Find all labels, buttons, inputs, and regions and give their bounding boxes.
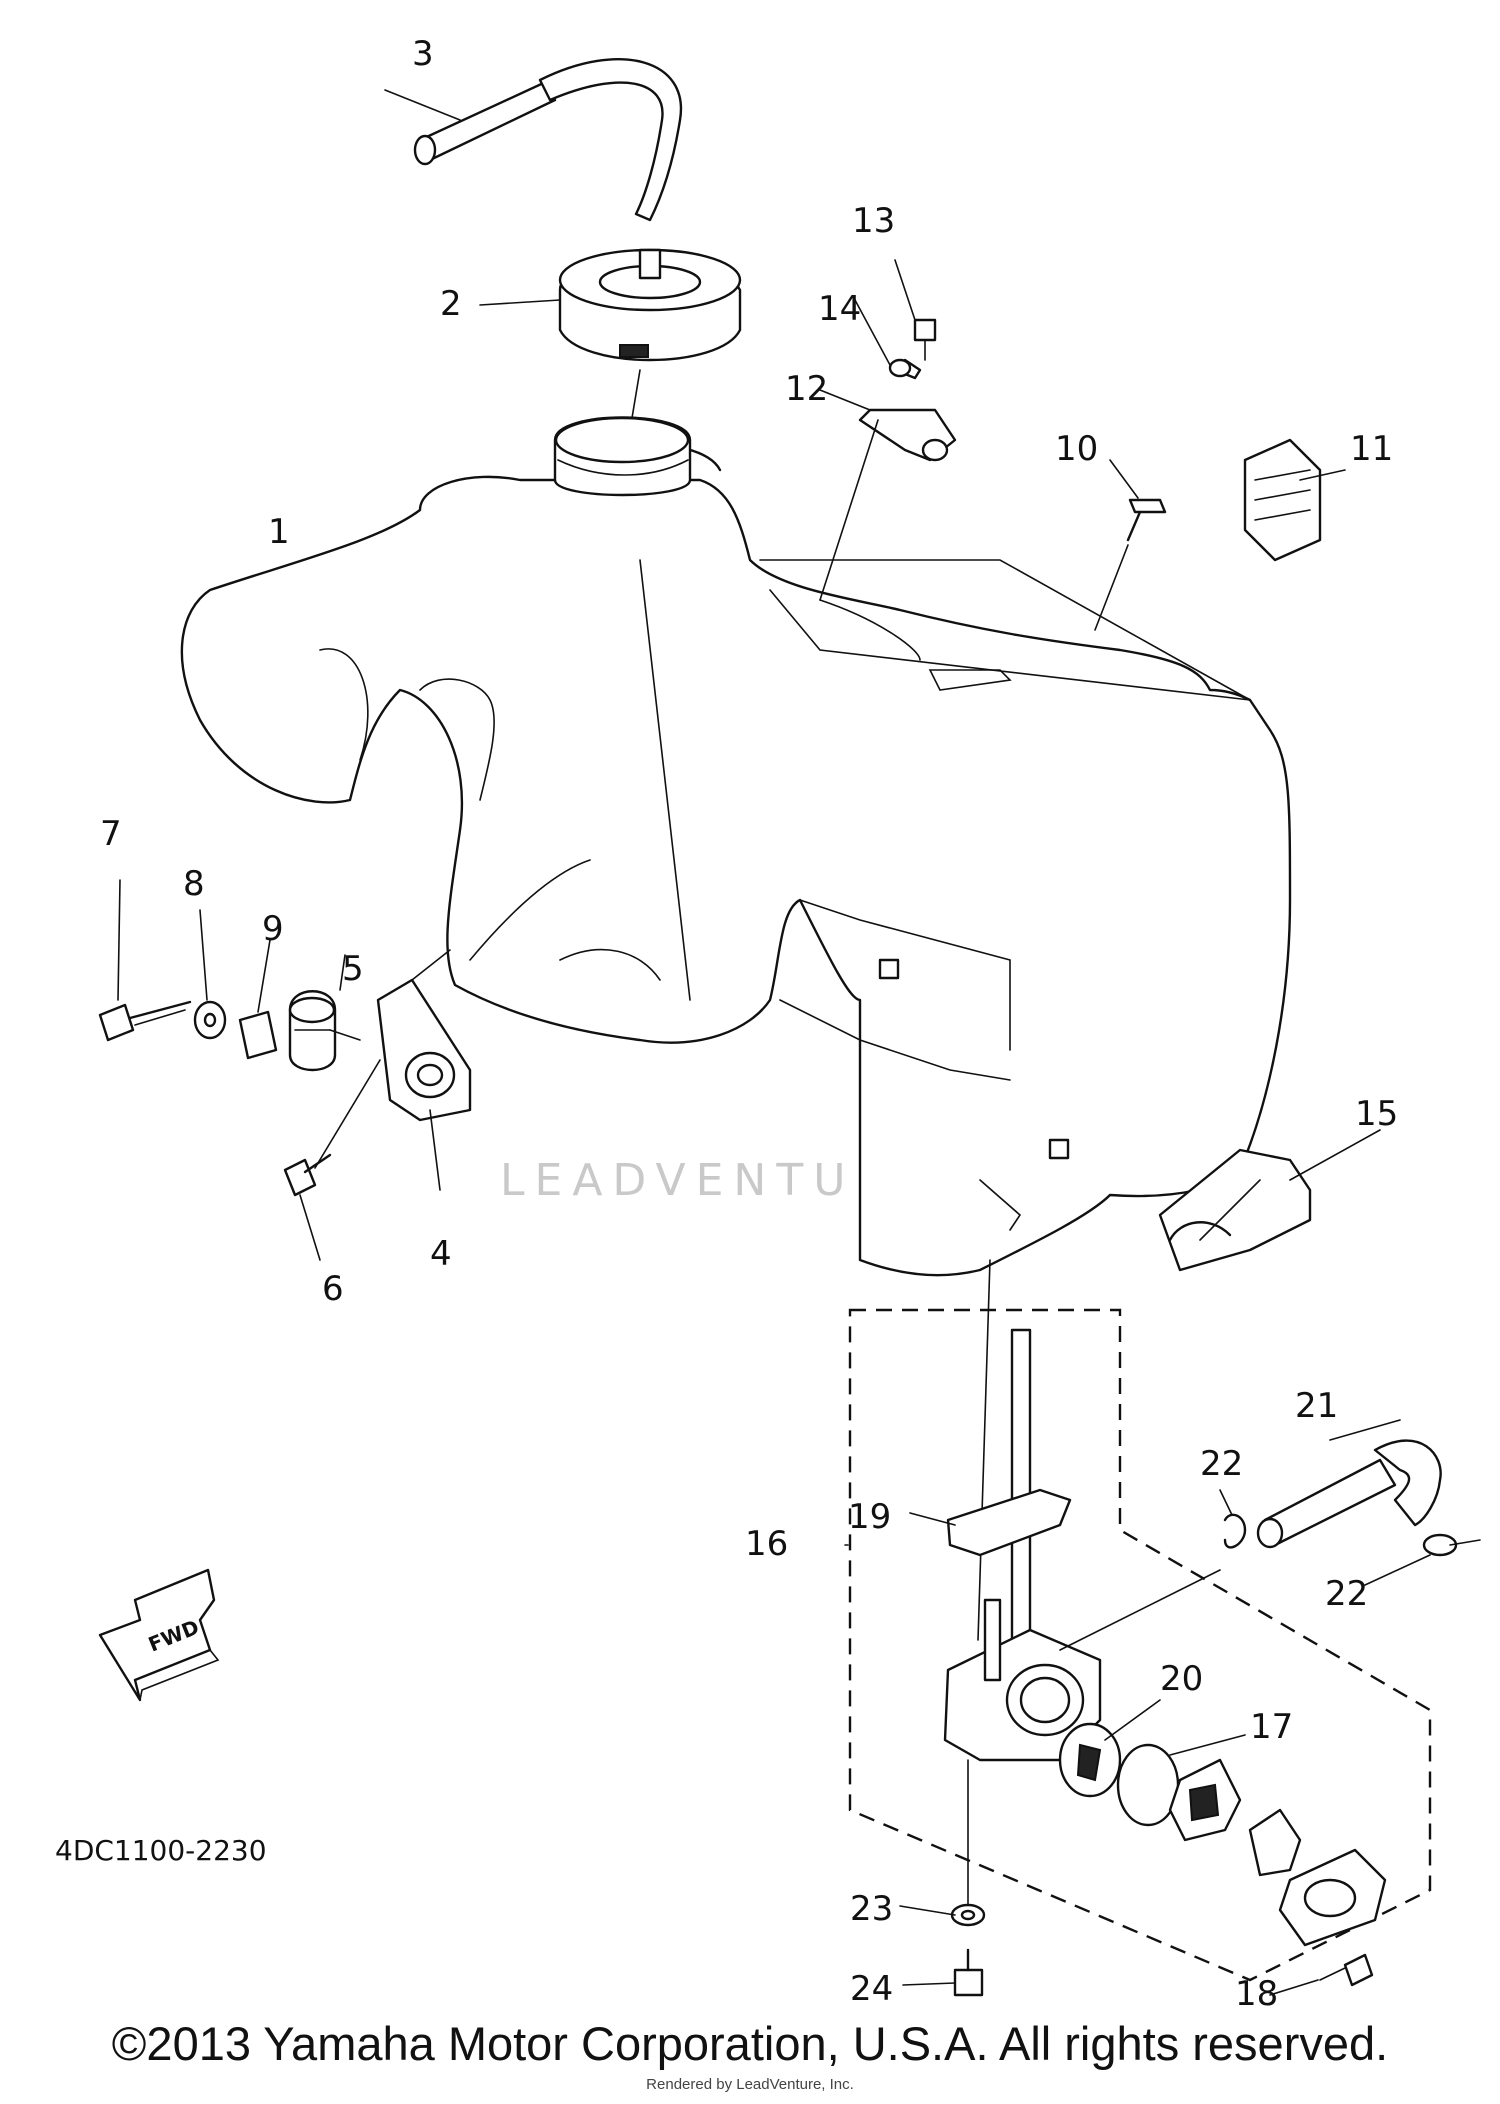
vent-hose [384,58,683,222]
callout-15: 15 [1355,1094,1398,1134]
callout-3: 3 [412,34,434,74]
callout-7: 7 [100,814,122,854]
callout-14: 14 [818,289,861,329]
callout-21: 21 [1295,1386,1338,1426]
drain-screw-parts [899,1759,986,1997]
fuel-cock-internals [1058,1699,1387,1996]
callout-10: 10 [1055,429,1098,469]
callout-19: 19 [848,1497,891,1537]
callout-2: 2 [440,284,462,324]
fuel-cap [479,248,742,431]
callout-8: 8 [183,864,205,904]
damper-11 [1243,438,1346,562]
callout-13: 13 [852,201,895,241]
screw-10 [1094,459,1167,631]
fuel-tank [180,442,1292,1277]
filler-neck [553,416,692,497]
callout-22b: 22 [1325,1574,1368,1614]
forward-arrow: FWD [98,1568,220,1702]
callout-18: 18 [1235,1974,1278,2014]
rendered-by-notice: Rendered by LeadVenture, Inc. [646,2076,854,2093]
callout-11: 11 [1350,429,1393,469]
callout-6: 6 [322,1269,344,1309]
callout-1: 1 [268,512,290,552]
callout-9: 9 [262,909,284,949]
tank-bracket-assembly [819,259,957,601]
callout-16: 16 [745,1524,788,1564]
mount-hardware-left [98,879,472,1261]
part-code: 4DC1100-2230 [55,1834,267,1867]
callout-4: 4 [430,1234,452,1274]
bracket-15 [1158,1129,1381,1272]
fuel-hose-21 [1256,1419,1442,1549]
fuel-cock-16 [844,1259,1221,1762]
callout-20: 20 [1160,1659,1203,1699]
callout-12: 12 [785,369,828,409]
callout-17: 17 [1250,1707,1293,1747]
hose-clips-22 [1219,1489,1481,1586]
copyright-notice: ©2013 Yamaha Motor Corporation, U.S.A. A… [111,2017,1389,2070]
callout-23: 23 [850,1889,893,1929]
callout-5: 5 [342,949,364,989]
callout-24: 24 [850,1969,893,2009]
watermark: LEADVENTURE [500,1155,934,1206]
fuel-cock-group-box [848,1308,1432,1982]
callout-22a: 22 [1200,1444,1243,1484]
